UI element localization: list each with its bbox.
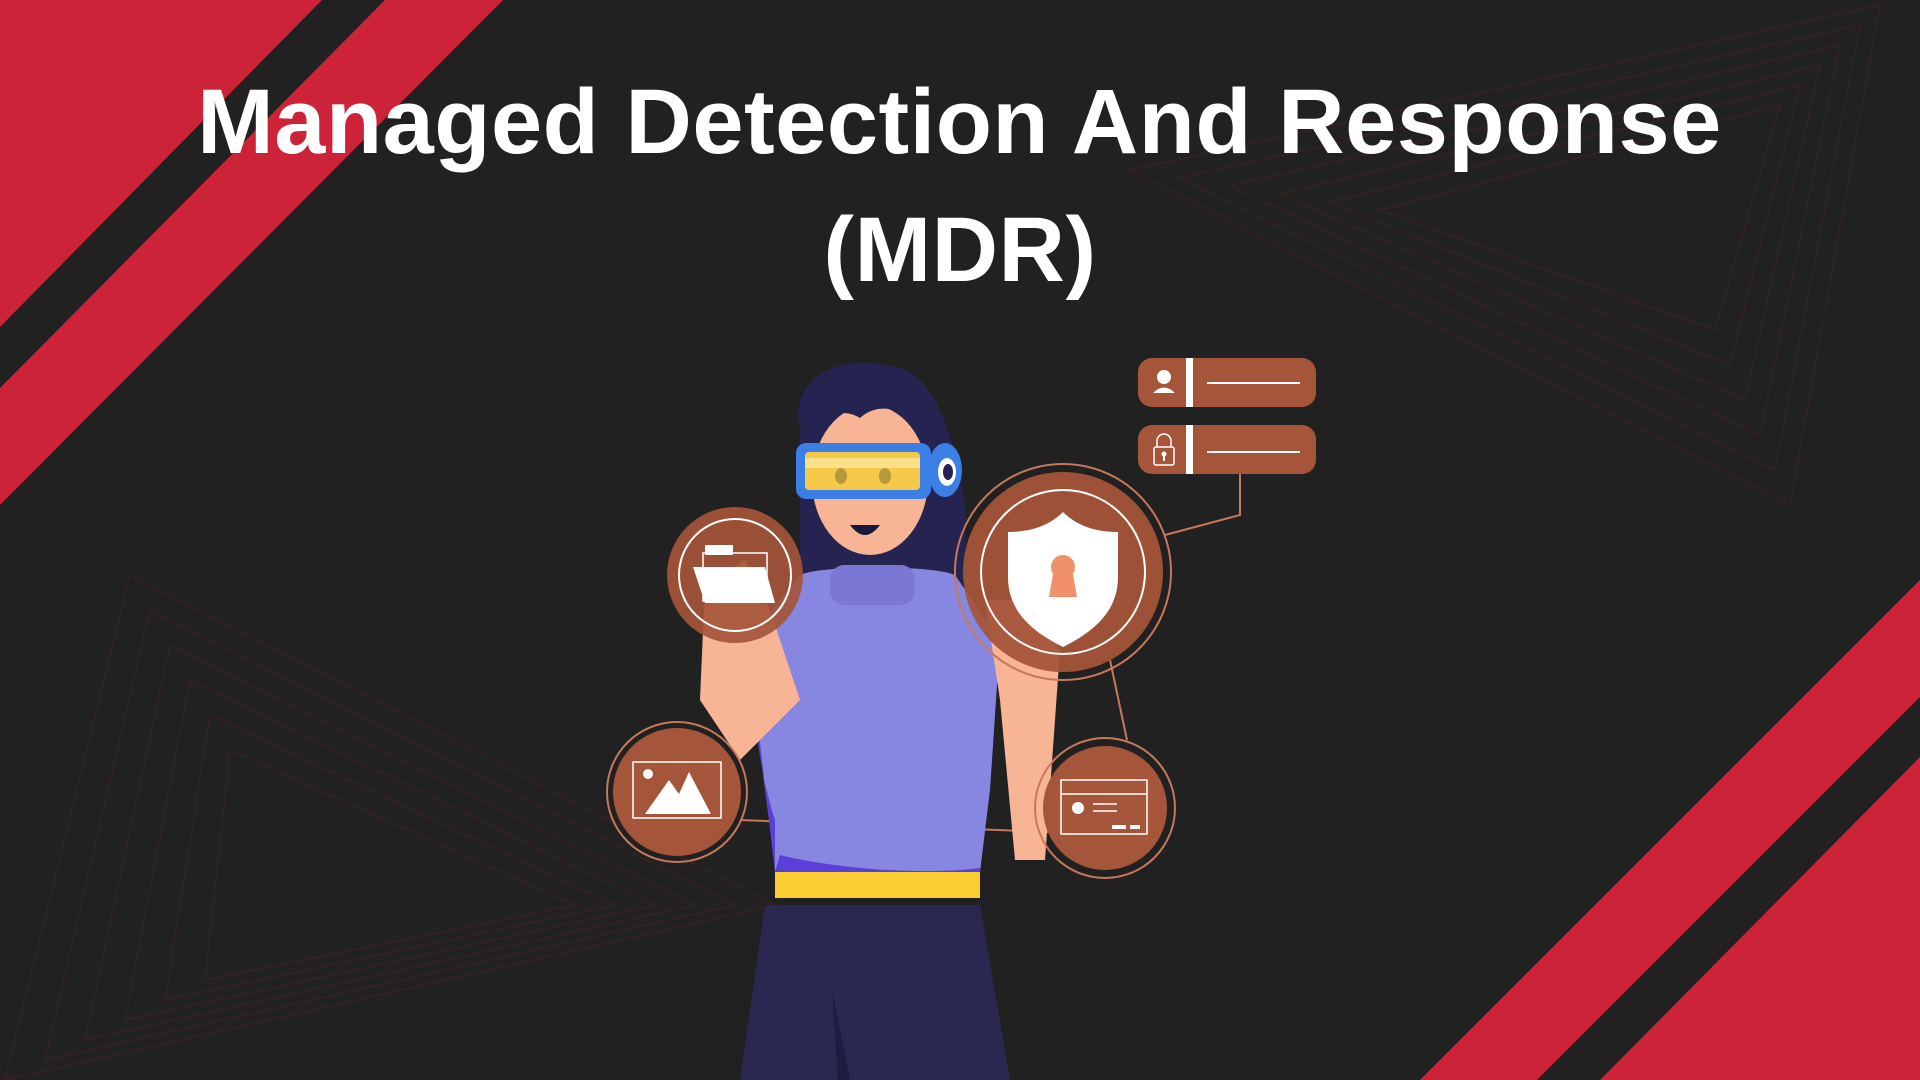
id-card-bubble[interactable]: [1034, 737, 1176, 879]
accent-stripes-top-left: [0, 0, 503, 505]
collar: [830, 565, 915, 605]
title-line-1: Managed Detection And Response: [197, 71, 1722, 173]
password-field[interactable]: [1138, 425, 1316, 474]
mouth: [850, 525, 880, 535]
folder-bubble[interactable]: [667, 507, 803, 643]
decorative-triangle-top-right: [1127, 3, 1882, 507]
decorative-triangle-bottom-left: [3, 573, 778, 1080]
accent-stripes-bottom-right: [1420, 580, 1920, 1080]
page-title: Managed Detection And Response (MDR): [0, 58, 1920, 314]
shirt-hem: [775, 855, 980, 872]
folder-icon: [693, 567, 775, 603]
username-field[interactable]: [1138, 358, 1316, 407]
lock-icon: [1153, 433, 1175, 466]
image-icon: [645, 772, 711, 814]
pants: [740, 905, 1010, 1080]
id-card-icon: [1060, 779, 1148, 835]
shirt-shadow: [755, 700, 775, 872]
user-icon: [1153, 370, 1175, 393]
shield-bubble[interactable]: [954, 463, 1172, 681]
image-bubble[interactable]: [606, 721, 748, 863]
title-line-2: (MDR): [823, 199, 1097, 301]
login-panel: [1138, 358, 1316, 474]
belt: [775, 872, 980, 898]
hair-top: [798, 364, 934, 430]
vr-goggles: [796, 443, 962, 499]
pants-fold: [832, 990, 850, 1080]
shirt: [755, 567, 1000, 872]
